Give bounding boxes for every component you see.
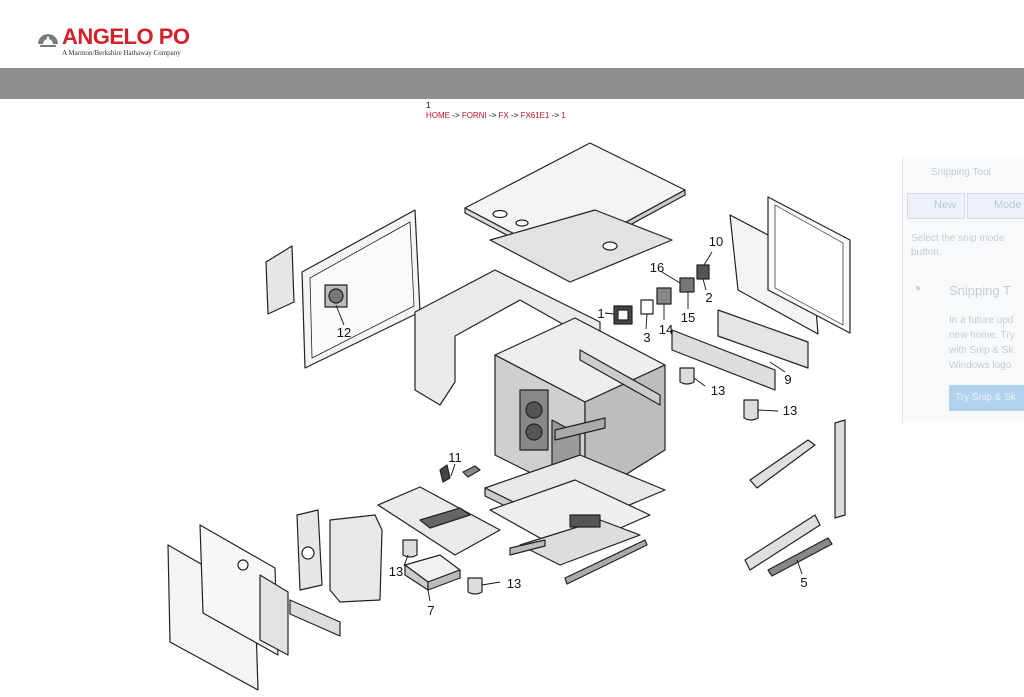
navigation-bar [0, 68, 1024, 99]
brand-tagline: A Marmon/Berkshire Hathaway Company [62, 49, 181, 57]
try-snip-sketch-button[interactable]: Try Snip & Sk [949, 385, 1024, 411]
part-insulation-wrap [414, 269, 601, 406]
callout-12: 12 [337, 325, 351, 340]
part-top-insulation [489, 209, 673, 283]
callout-16: 16 [650, 260, 664, 275]
callout-15: 15 [681, 310, 695, 325]
part-right-rail-post [834, 419, 846, 519]
breadcrumb-fx61e1[interactable]: FX61E1 [520, 111, 550, 120]
callout-3: 3 [643, 330, 650, 345]
exploded-parts-diagram: 1 2 3 5 7 9 10 11 12 13 13 13 13 14 15 1… [167, 142, 851, 691]
try-snip-sketch-label: Try Snip & Sk [955, 392, 1016, 403]
callout-10: 10 [709, 234, 723, 249]
breadcrumb: HOME -> FORNI -> FX -> FX61E1 -> 1 [426, 110, 566, 121]
angelo-po-logo-icon [38, 34, 58, 47]
part-fan-bracket [671, 329, 776, 391]
callout-13: 13 [389, 564, 403, 579]
part-front-panel-inner [199, 524, 279, 656]
breadcrumb-separator: -> [551, 111, 560, 120]
breadcrumb-separator: -> [452, 111, 460, 120]
callout-13: 13 [507, 576, 521, 591]
snip-promo-title: Snipping T [949, 283, 1011, 298]
snip-promo-line-3: with Snip & Sk [949, 345, 1014, 356]
part-2 [696, 264, 710, 280]
part-left-bracket [265, 245, 295, 315]
part-14 [656, 287, 672, 305]
part-back-insulation [717, 309, 809, 369]
callout-1: 1 [597, 306, 604, 321]
part-3 [640, 299, 654, 315]
breadcrumb-current[interactable]: 1 [561, 111, 566, 120]
brand-logo[interactable]: ANGELO PO A Marmon/Berkshire Hathaway Co… [36, 24, 206, 64]
part-right-rail-upper [749, 439, 816, 489]
part-right-rail-lower [744, 514, 821, 571]
callout-13: 13 [711, 383, 725, 398]
callout-5: 5 [800, 575, 807, 590]
breadcrumb-separator: -> [510, 111, 519, 120]
breadcrumb-area: 1 HOME -> FORNI -> FX -> FX61E1 -> 1 [426, 101, 566, 121]
part-door-insulation [329, 514, 383, 603]
brand-name: ANGELO PO [62, 24, 190, 49]
snip-instruction-2: button. [911, 247, 942, 258]
callout-7: 7 [427, 603, 434, 618]
snip-promo-line-1: In a future upd [949, 315, 1014, 326]
callout-14: 14 [659, 322, 673, 337]
breadcrumb-separator: -> [488, 111, 497, 120]
callout-2: 2 [705, 290, 712, 305]
callout-9: 9 [784, 372, 791, 387]
breadcrumb-fx[interactable]: FX [498, 111, 509, 120]
snip-new-button[interactable]: New [907, 193, 965, 219]
breadcrumb-home[interactable]: HOME [426, 111, 450, 120]
part-15 [679, 277, 695, 293]
page-number: 1 [426, 101, 431, 110]
breadcrumb-forni[interactable]: FORNI [461, 111, 487, 120]
snipping-tool-title: Snipping Tool [931, 167, 991, 178]
callout-13: 13 [783, 403, 797, 418]
snip-mode-label: Mode [994, 199, 1022, 211]
snip-new-label: New [934, 199, 957, 211]
header: ANGELO PO A Marmon/Berkshire Hathaway Co… [0, 0, 1024, 68]
snipping-tool-window: Snipping Tool New Mode Select the snip m… [902, 157, 1024, 423]
callout-11: 11 [448, 450, 462, 465]
snip-promo-line-4: Windows logo [949, 360, 1012, 371]
snip-instruction-1: Select the snip mode [911, 233, 1005, 244]
part-adjustable-feet [402, 367, 759, 595]
snip-promo-icon: ◔ [911, 279, 922, 299]
snip-mode-button[interactable]: Mode [967, 193, 1024, 219]
snip-promo-line-2: new home. Try [949, 330, 1015, 341]
